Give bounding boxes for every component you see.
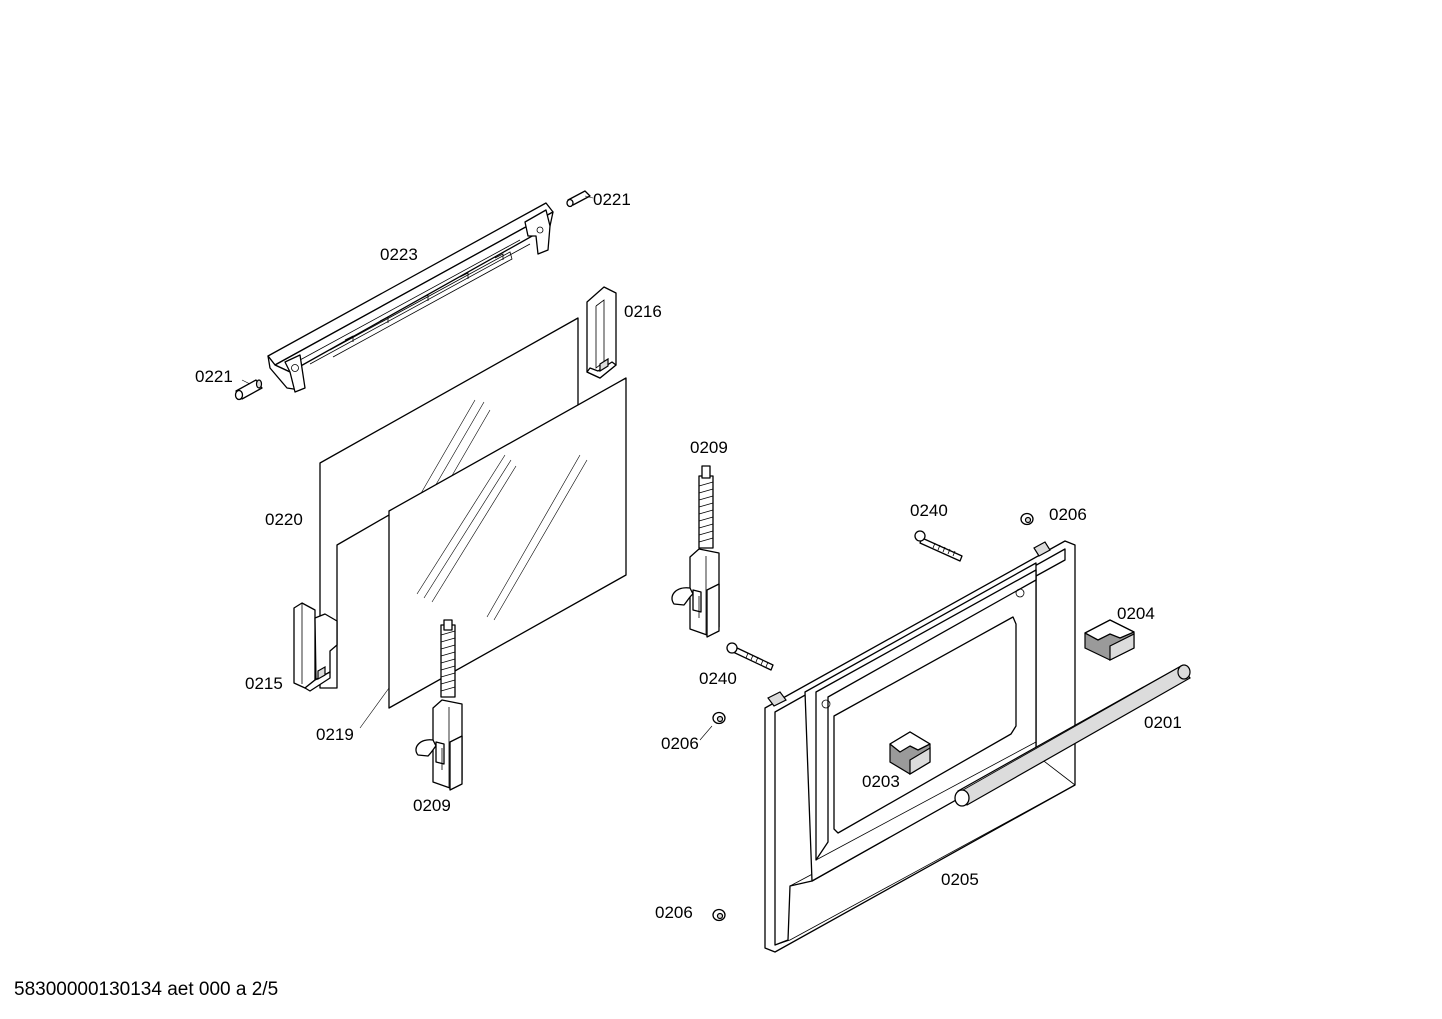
part-0240-screw-top	[914, 530, 963, 562]
callout-0201: 0201	[1144, 713, 1182, 732]
part-0216-glass-holder-top	[586, 286, 617, 379]
part-0221-pin-left	[234, 379, 263, 401]
part-0206-nut-top	[1020, 512, 1034, 526]
part-0215-glass-holder-bottom	[293, 602, 338, 692]
part-0209-hinge-bottom	[415, 619, 463, 791]
callout-0206-mid: 0206	[661, 734, 699, 753]
callout-0240-mid: 0240	[699, 669, 737, 688]
callout-0203: 0203	[862, 772, 900, 791]
callout-0219: 0219	[316, 725, 354, 744]
part-0201-handle-bar	[954, 664, 1191, 807]
callout-0240-top: 0240	[910, 501, 948, 520]
callout-0205: 0205	[941, 870, 979, 889]
part-0206-nut-bottom	[712, 908, 726, 922]
callout-0221-left: 0221	[195, 367, 233, 386]
callout-0216: 0216	[624, 302, 662, 321]
callout-0209-top: 0209	[690, 438, 728, 457]
callout-0209-bottom: 0209	[413, 796, 451, 815]
callout-0206-top: 0206	[1049, 505, 1087, 524]
callout-0215: 0215	[245, 674, 283, 693]
callout-0221-top: 0221	[593, 190, 631, 209]
callout-0204: 0204	[1117, 604, 1155, 623]
part-0223-door-top-trim	[267, 202, 554, 393]
part-0203-handle-bracket	[889, 731, 931, 776]
part-0209-hinge-top	[671, 465, 720, 638]
callout-0220: 0220	[265, 510, 303, 529]
callout-0206-bottom: 0206	[655, 903, 693, 922]
callout-0223: 0223	[380, 245, 418, 264]
part-0204-handle-cap	[1084, 619, 1135, 661]
document-code: 58300000130134 aet 000 a 2/5	[14, 979, 279, 1000]
part-0221-pin-top	[566, 190, 594, 208]
part-0206-nut-mid	[699, 711, 726, 741]
part-0240-screw-mid	[726, 642, 774, 671]
